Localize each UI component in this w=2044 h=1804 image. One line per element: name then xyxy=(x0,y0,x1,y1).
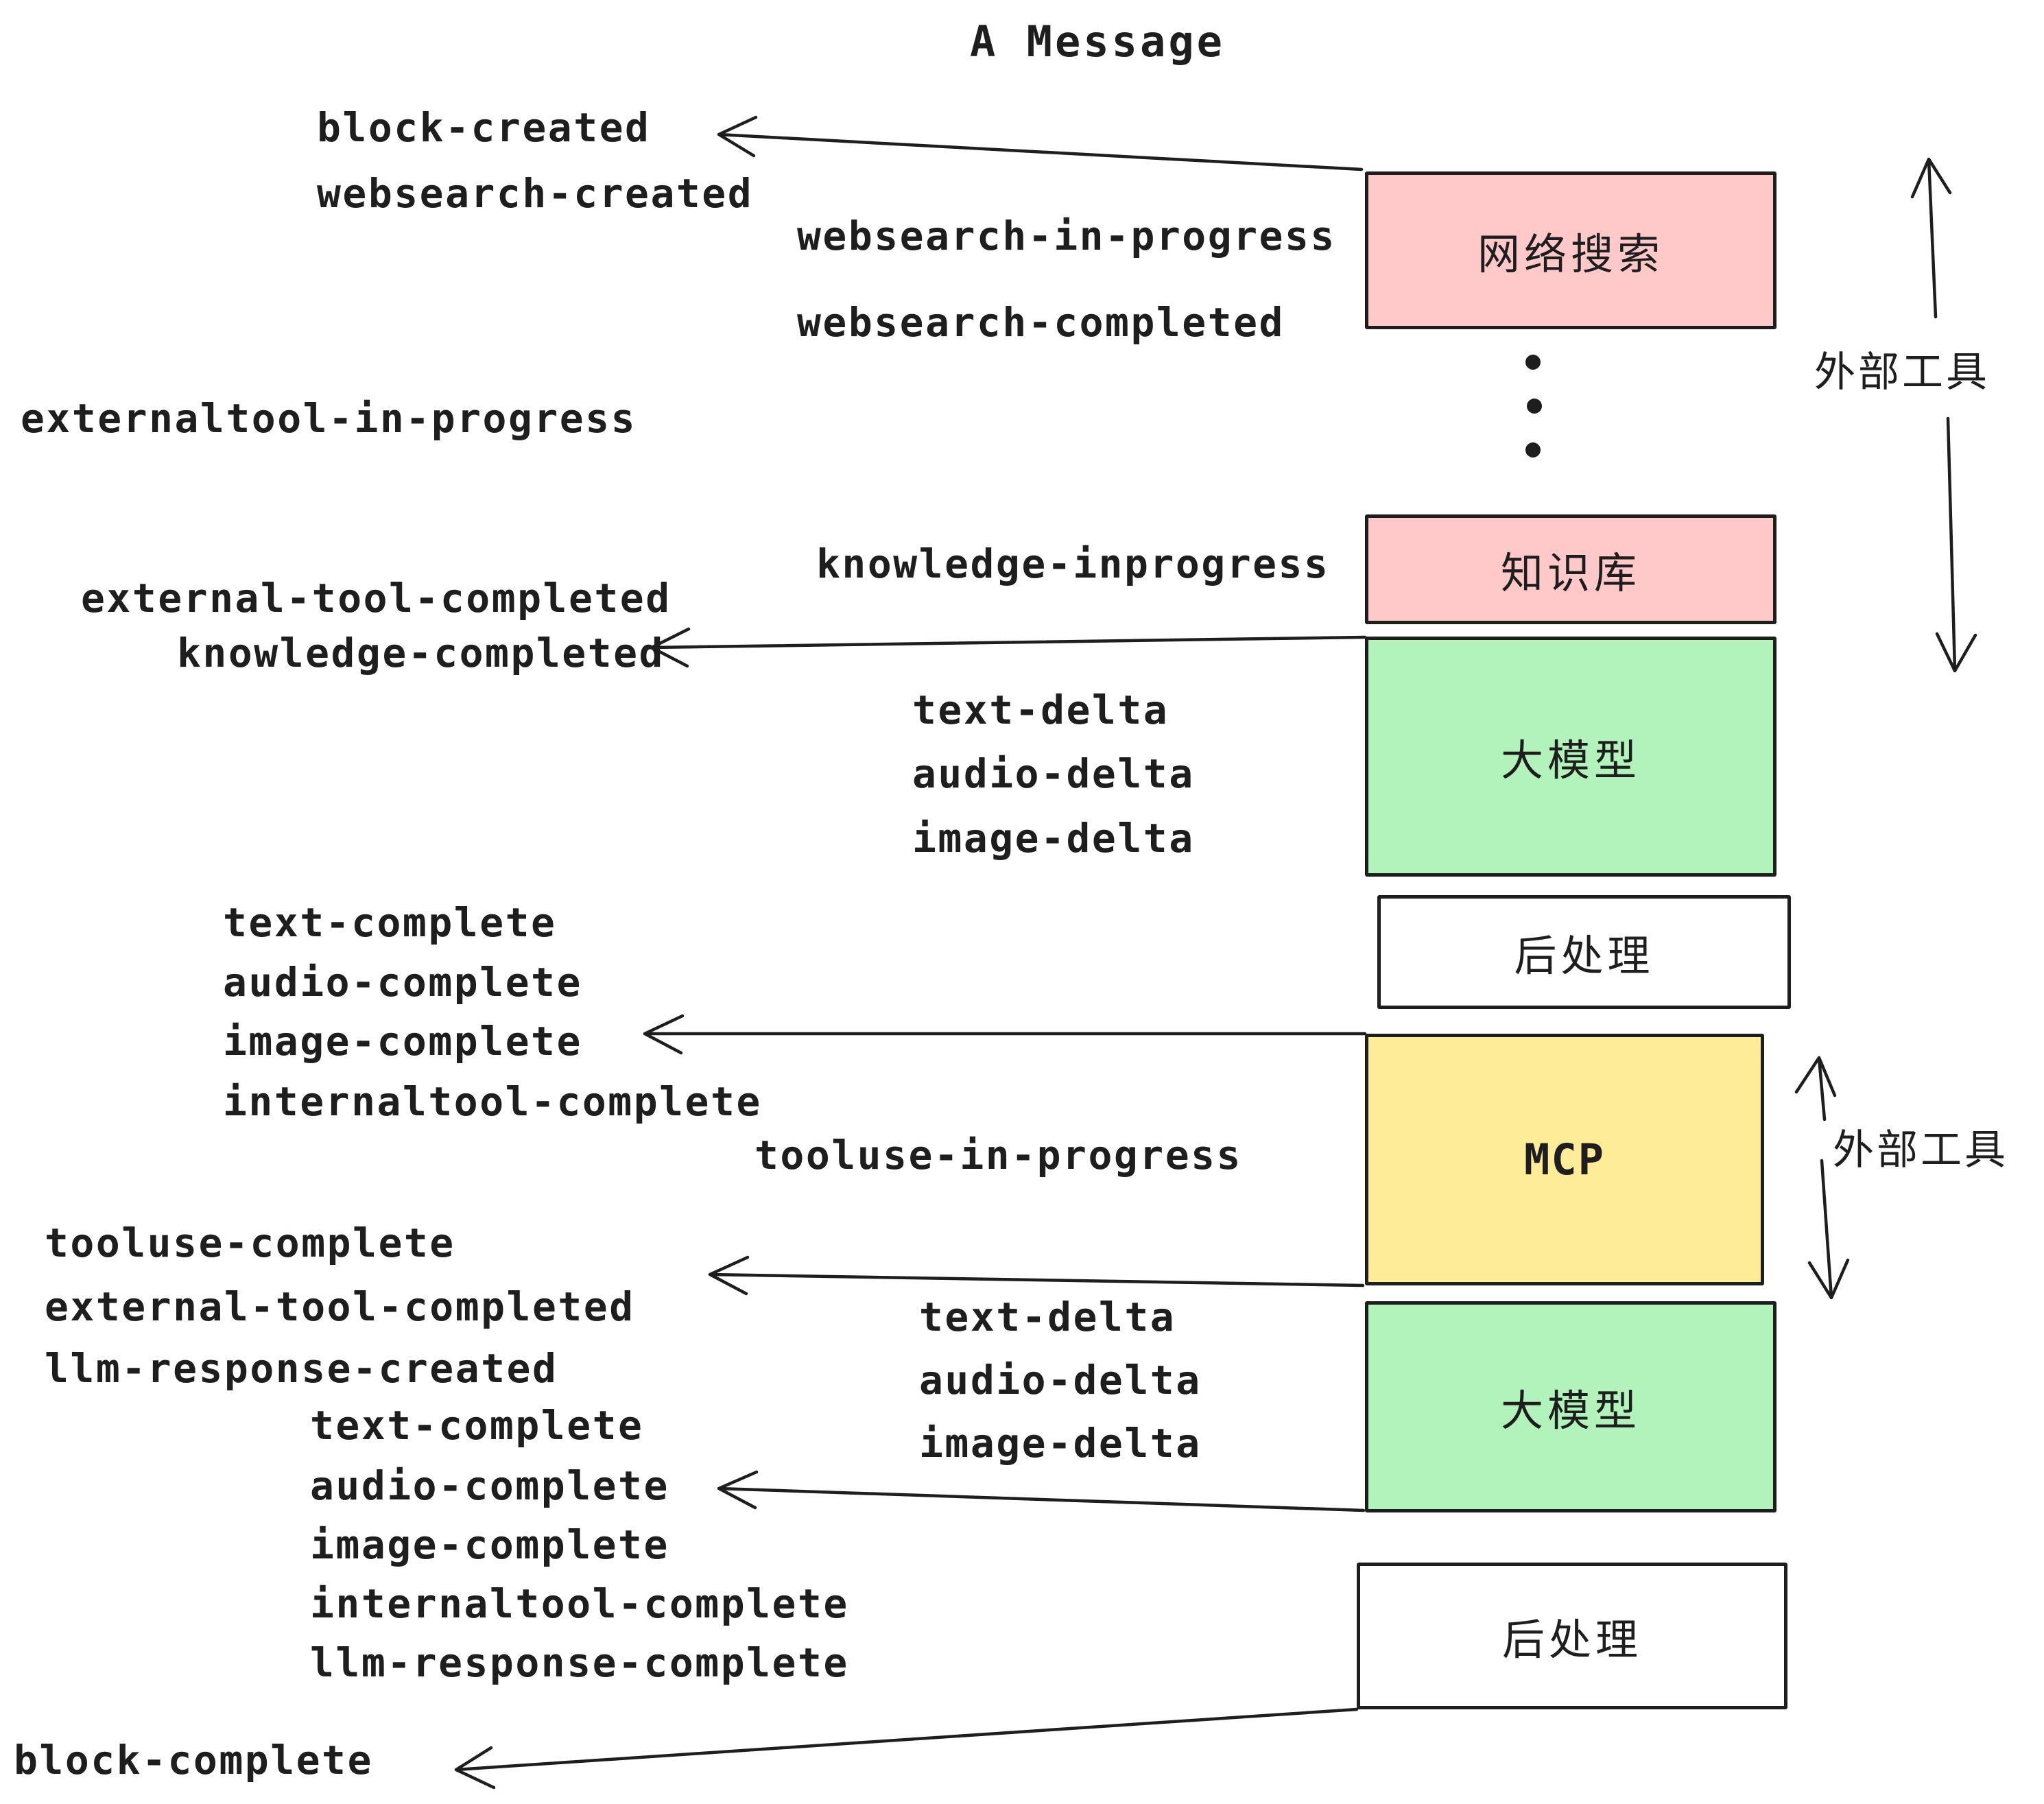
arrow-block-complete xyxy=(454,1707,1359,1790)
double-arrow-external-tools-1-down xyxy=(1935,416,1977,673)
event-image-delta-1: image-delta xyxy=(912,815,1195,862)
double-arrow-external-tools-2-down xyxy=(1807,1159,1850,1300)
event-llm-response-complete: llm-response-complete xyxy=(310,1639,849,1686)
event-knowledge-completed: knowledge-completed xyxy=(177,630,665,676)
box-knowledge-base-label: 知识库 xyxy=(1500,550,1641,597)
box-mcp: MCP xyxy=(1365,1034,1764,1285)
event-websearch-created: websearch-created xyxy=(317,170,754,217)
double-arrow-external-tools-1-up xyxy=(1910,157,1952,319)
arrow-knowledge-completed xyxy=(650,627,1367,668)
event-block-created: block-created xyxy=(317,104,651,151)
external-tools-label-1: 外部工具 xyxy=(1814,349,1990,395)
event-tooluse-in-progress: tooluse-in-progress xyxy=(754,1132,1242,1178)
box-llm-1: 大模型 xyxy=(1365,637,1776,877)
box-mcp-label: MCP xyxy=(1524,1135,1605,1185)
diagram-title: A Message xyxy=(970,16,1225,67)
event-internaltool-complete-2: internaltool-complete xyxy=(310,1580,849,1627)
ellipsis-dot xyxy=(1525,442,1541,458)
box-post-process-2-label: 后处理 xyxy=(1501,1617,1642,1664)
event-block-complete: block-complete xyxy=(14,1737,373,1783)
event-external-tool-completed-1: external-tool-completed xyxy=(81,575,672,621)
event-websearch-completed: websearch-completed xyxy=(797,299,1285,346)
arrow-websearch-created xyxy=(717,115,1364,171)
event-text-complete-1: text-complete xyxy=(223,899,557,946)
event-websearch-in-progress: websearch-in-progress xyxy=(797,213,1336,259)
event-text-complete-2: text-complete xyxy=(310,1402,644,1449)
external-tools-label-2: 外部工具 xyxy=(1833,1127,2008,1173)
event-internaltool-complete-1: internaltool-complete xyxy=(223,1078,762,1125)
box-web-search: 网络搜索 xyxy=(1365,171,1776,329)
event-image-complete-2: image-complete xyxy=(310,1521,669,1568)
arrow-tooluse-complete xyxy=(708,1255,1365,1296)
event-tooluse-complete: tooluse-complete xyxy=(45,1220,455,1266)
box-llm-2-label: 大模型 xyxy=(1500,1388,1641,1435)
box-post-process-1: 后处理 xyxy=(1377,895,1791,1009)
event-llm-response-created: llm-response-created xyxy=(45,1345,558,1392)
arrow-image-complete xyxy=(643,1014,1367,1055)
event-text-delta-1: text-delta xyxy=(912,687,1169,733)
box-knowledge-base: 知识库 xyxy=(1365,514,1776,624)
event-knowledge-inprogress: knowledge-inprogress xyxy=(816,541,1330,587)
box-llm-1-label: 大模型 xyxy=(1500,737,1641,785)
box-post-process-1-label: 后处理 xyxy=(1514,933,1654,980)
arrow-audio-complete xyxy=(717,1470,1366,1512)
ellipsis-dot xyxy=(1525,355,1541,370)
event-audio-complete-1: audio-complete xyxy=(223,959,582,1006)
box-post-process-2: 后处理 xyxy=(1357,1563,1787,1709)
event-audio-delta-1: audio-delta xyxy=(912,750,1195,797)
event-image-complete-1: image-complete xyxy=(223,1018,582,1065)
double-arrow-external-tools-2-up xyxy=(1794,1056,1837,1121)
box-llm-2: 大模型 xyxy=(1365,1301,1776,1512)
ellipsis-dot xyxy=(1527,399,1542,414)
event-text-delta-2: text-delta xyxy=(919,1294,1176,1340)
event-externaltool-in-progress: externaltool-in-progress xyxy=(21,395,637,442)
event-external-tool-completed-2: external-tool-completed xyxy=(45,1283,635,1330)
event-audio-delta-2: audio-delta xyxy=(919,1357,1202,1403)
event-image-delta-2: image-delta xyxy=(919,1420,1202,1467)
box-web-search-label: 网络搜索 xyxy=(1477,231,1664,278)
event-audio-complete-2: audio-complete xyxy=(310,1462,669,1509)
